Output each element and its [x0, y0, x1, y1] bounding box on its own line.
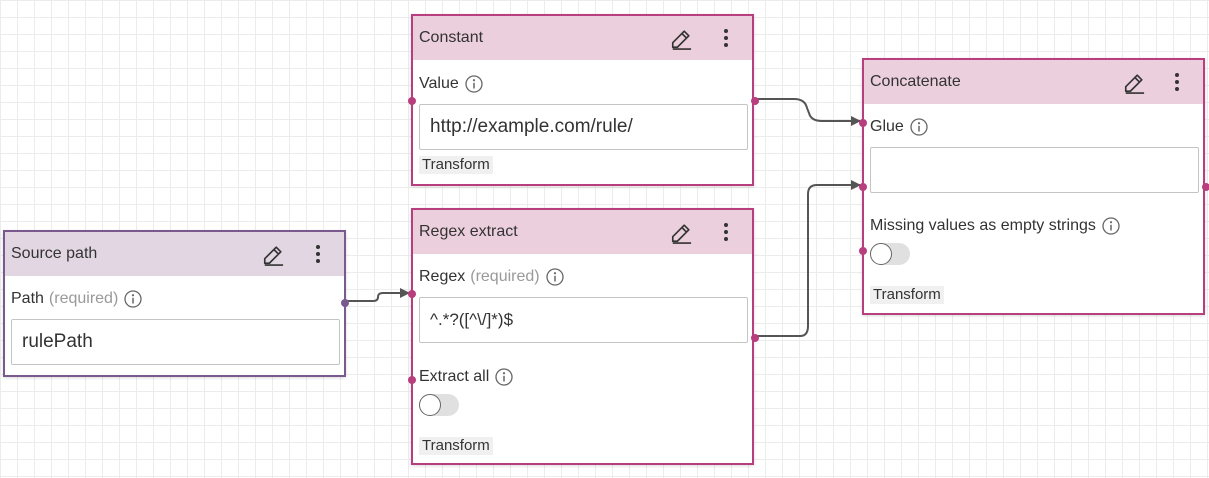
more-vert-icon[interactable] — [721, 27, 731, 49]
input-port[interactable] — [408, 97, 416, 105]
wire-regex-to-concatenate[interactable] — [756, 180, 861, 337]
node-title: Source path — [11, 245, 98, 262]
missing-values-input-port[interactable] — [859, 247, 867, 255]
toggle-knob — [419, 394, 441, 416]
more-vert-icon[interactable] — [313, 243, 323, 265]
transform-button[interactable]: Transform — [419, 156, 493, 174]
node-title: Regex extract — [419, 223, 518, 240]
path-label-text: Path — [11, 290, 44, 307]
node-header[interactable]: Source path — [5, 232, 344, 276]
wire-source-to-regex[interactable] — [347, 288, 410, 302]
missing-values-label: Missing values as empty strings — [870, 217, 1120, 235]
info-icon[interactable] — [910, 118, 928, 136]
regex-label: Regex (required) — [419, 268, 564, 286]
glue-input-port[interactable] — [859, 119, 867, 127]
source-path-node[interactable]: Source path Path (required) rulePath — [3, 230, 349, 377]
info-icon[interactable] — [124, 290, 142, 308]
regex-extract-node[interactable]: Regex extract Regex (required) ^.*?([^\/… — [408, 208, 759, 465]
info-icon[interactable] — [545, 268, 564, 286]
glue-label-text: Glue — [870, 118, 904, 135]
input-port[interactable] — [408, 290, 416, 298]
concatenate-node[interactable]: Concatenate Glue Missing values as empty… — [859, 58, 1209, 315]
regex-input[interactable]: ^.*?([^\/]*)$ — [419, 297, 748, 343]
pencil-icon[interactable] — [262, 244, 284, 266]
output-port[interactable] — [1202, 183, 1209, 191]
pencil-icon[interactable] — [670, 222, 692, 244]
extract-all-label: Extract all — [419, 368, 513, 386]
path-label: Path (required) — [11, 290, 142, 308]
values-input-port[interactable] — [859, 183, 867, 191]
wire-constant-to-glue[interactable] — [756, 98, 861, 126]
node-header[interactable]: Concatenate — [864, 60, 1203, 104]
glue-input[interactable] — [870, 147, 1199, 193]
path-input[interactable]: rulePath — [11, 319, 340, 365]
output-port[interactable] — [341, 299, 349, 307]
output-port[interactable] — [751, 334, 759, 342]
extract-all-input-port[interactable] — [408, 376, 416, 384]
constant-node[interactable]: Constant Value http://example.com/rule/ … — [408, 14, 759, 186]
output-port[interactable] — [751, 97, 759, 105]
extract-all-label-text: Extract all — [419, 368, 490, 385]
node-title: Concatenate — [870, 73, 961, 90]
required-hint: (required) — [48, 290, 119, 307]
regex-label-text: Regex — [419, 268, 466, 285]
missing-values-label-text: Missing values as empty strings — [870, 217, 1096, 234]
pencil-icon[interactable] — [670, 28, 692, 50]
info-icon[interactable] — [495, 368, 513, 386]
toggle-knob — [870, 243, 892, 265]
pencil-icon[interactable] — [1123, 72, 1145, 94]
transform-button[interactable]: Transform — [870, 286, 944, 304]
more-vert-icon[interactable] — [721, 221, 731, 243]
value-input[interactable]: http://example.com/rule/ — [419, 104, 748, 150]
more-vert-icon[interactable] — [1172, 71, 1182, 93]
value-label-text: Value — [419, 75, 459, 92]
glue-label: Glue — [870, 118, 928, 136]
missing-values-toggle[interactable] — [870, 243, 910, 265]
node-header[interactable]: Constant — [413, 16, 752, 60]
node-header[interactable]: Regex extract — [413, 210, 752, 254]
transform-button[interactable]: Transform — [419, 437, 493, 455]
info-icon[interactable] — [465, 75, 483, 93]
node-title: Constant — [419, 29, 484, 46]
info-icon[interactable] — [1102, 217, 1120, 235]
value-label: Value — [419, 75, 483, 93]
required-hint: (required) — [470, 268, 540, 285]
extract-all-toggle[interactable] — [419, 394, 459, 416]
